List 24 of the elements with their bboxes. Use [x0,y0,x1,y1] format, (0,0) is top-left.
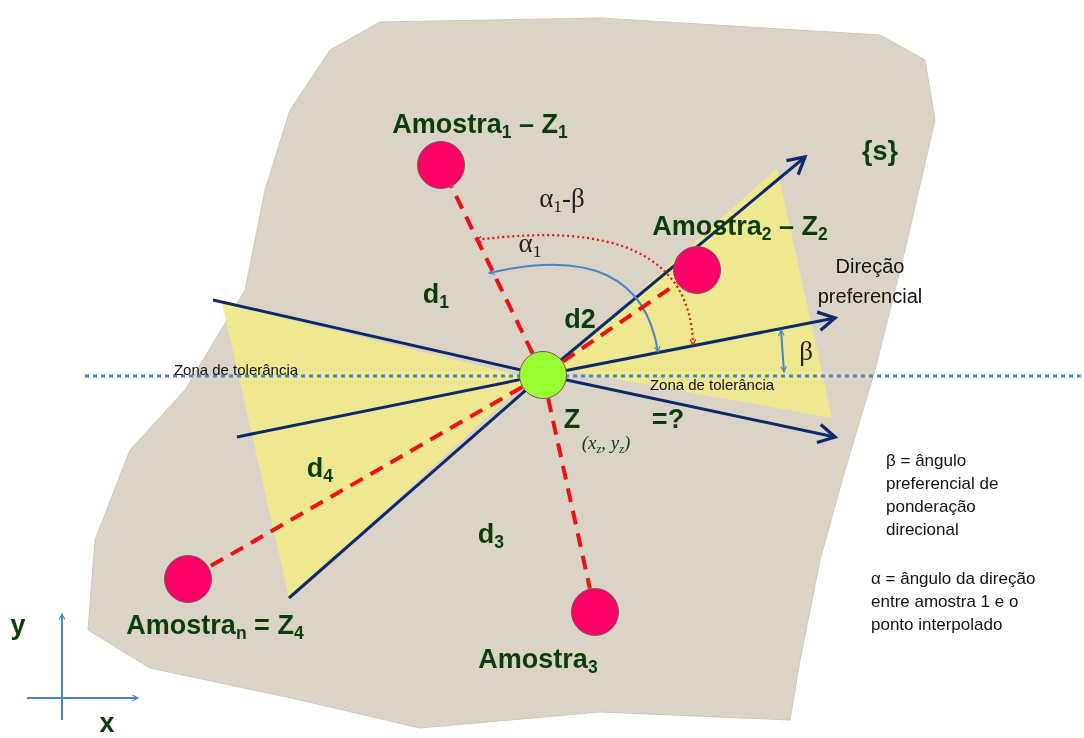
angle-label: β [799,337,813,367]
distance-line [207,385,524,569]
distance-line [546,398,592,589]
region-label: {s} [862,137,898,167]
coordinates-label: (x$_{z}$, y$_{z}$) [581,433,631,457]
angle-label: α$_{1}$ [518,228,542,262]
edge-label: d$_{3}$ [477,519,505,553]
edge-label: d$_{1}$ [422,279,450,313]
sample-label: Amostra$_{3}$ [478,644,598,678]
zone-label: Zona de tolerância [173,361,299,379]
edge-label: d$_{4}$ [306,453,334,487]
center-point-label: Z [563,405,581,435]
unknown-value-label: =? [651,405,685,435]
zone-label: Zona de tolerância [649,376,775,394]
note-text: α = ângulo da direção entre amostra 1 e o ponto interpolado [871,568,1037,636]
angle-label: α$_{1}$-β [539,183,585,217]
axis-label: y [10,611,26,641]
sample-label: Amostra$_{1}$ – Z$_{1}$ [392,109,568,143]
axis-label: x [99,709,115,738]
edge-label: d2 [564,305,596,335]
note-text: β = ângulo preferencial de ponderação direcional [886,450,1000,541]
direction-label: Direção preferencial [816,254,924,309]
distance-line [449,185,535,355]
sample-label: Amostra$_{n}$ = Z$_{4}$ [126,610,304,644]
